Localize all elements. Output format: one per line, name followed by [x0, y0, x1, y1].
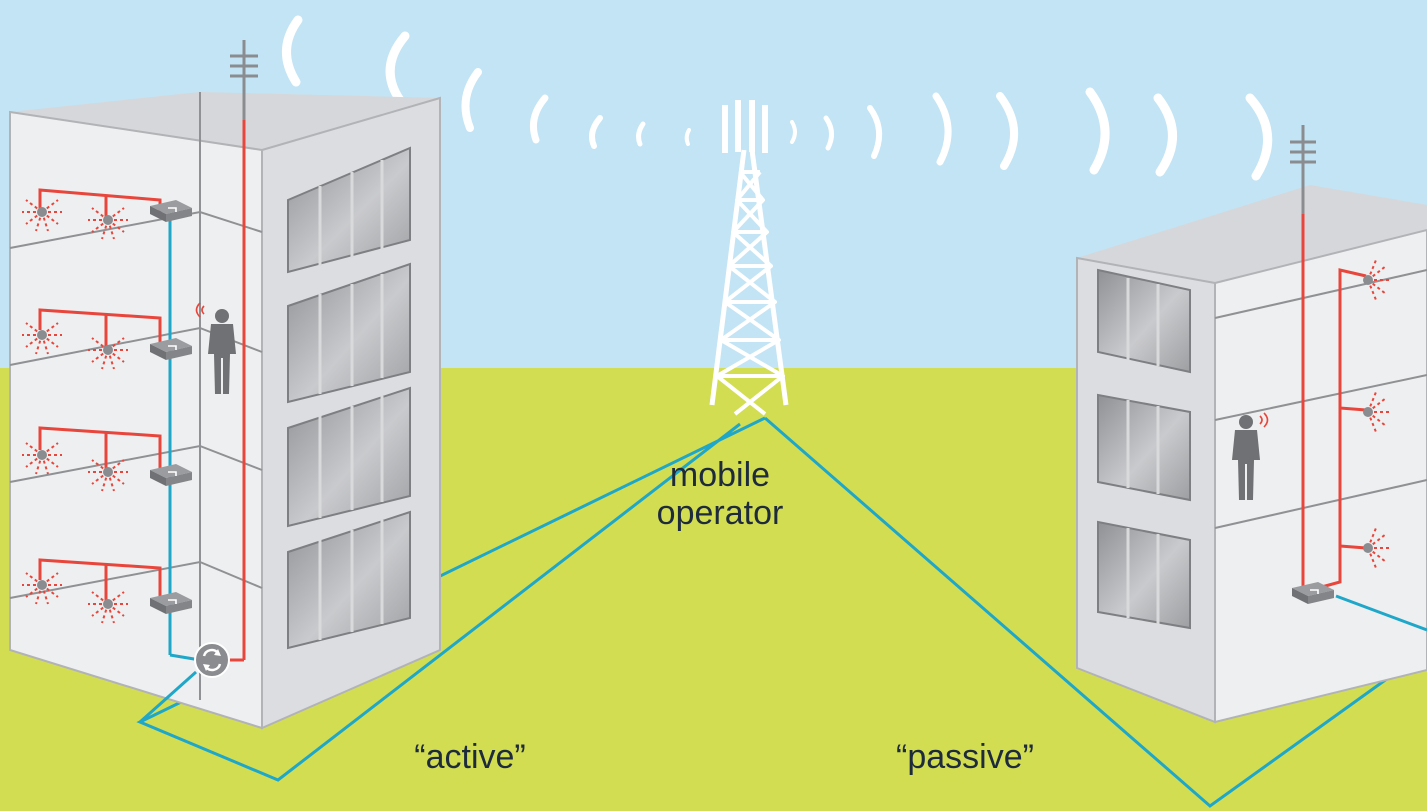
signal-wave-icon: [282, 15, 1273, 181]
person-icon: [1232, 412, 1269, 500]
active-building: [9, 40, 441, 730]
active-label: “active”: [414, 738, 526, 776]
repeater-icon: [194, 642, 230, 678]
person-icon: [195, 302, 236, 394]
passive-building: [1076, 125, 1427, 724]
mobile-operator-label: mobile operator: [600, 456, 840, 532]
mobile-operator-line-1: mobile: [669, 456, 771, 494]
fiber-link: [136, 416, 1427, 808]
mobile-operator-line-2: operator: [656, 494, 784, 532]
cell-tower-icon: [709, 100, 789, 416]
antenna-icon: [230, 40, 258, 120]
passive-label: “passive”: [896, 738, 1034, 776]
antenna-icon: [1290, 125, 1316, 214]
